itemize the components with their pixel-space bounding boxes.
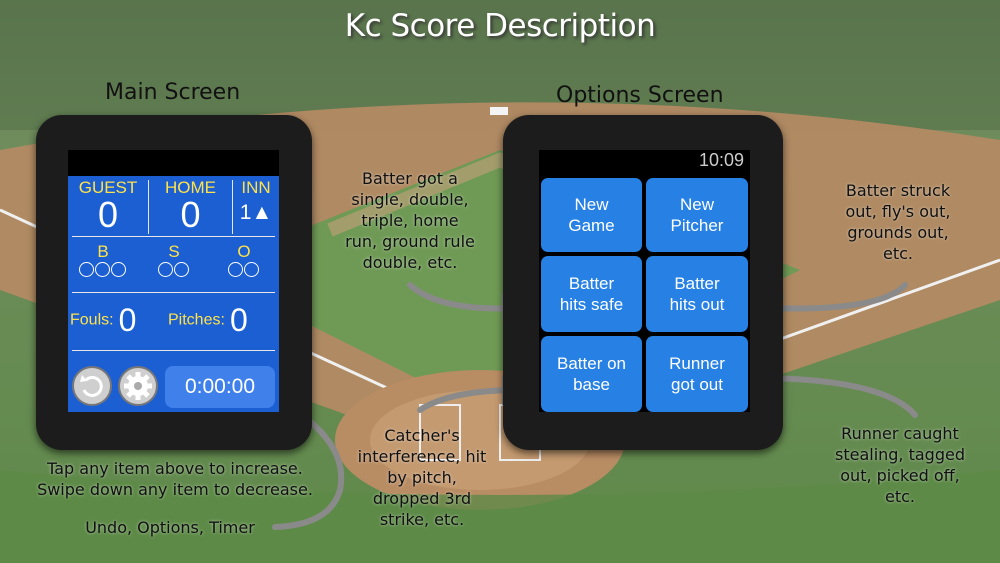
note-line: etc.	[883, 244, 913, 263]
note-tap-swipe: Tap any item above to increase. Swipe do…	[20, 458, 330, 500]
note-line: strike, etc.	[379, 510, 465, 529]
batter-hits-safe-button[interactable]: Batter hits safe	[541, 256, 642, 332]
home-score-cell[interactable]: HOME 0	[149, 178, 232, 235]
note-line: double, etc.	[362, 253, 458, 272]
gear-icon	[124, 372, 152, 400]
note-line: stealing, tagged	[834, 445, 965, 464]
button-line: New	[574, 195, 609, 214]
undo-icon	[80, 375, 103, 397]
note-line: Swipe down any item to decrease.	[37, 480, 313, 499]
pitches-value: 0	[230, 302, 248, 338]
fouls-label: Fouls:	[70, 311, 114, 329]
home-score: 0	[180, 194, 201, 235]
divider	[72, 350, 275, 351]
pitches-cell[interactable]: Pitches: 0	[168, 302, 279, 339]
divider	[72, 236, 275, 237]
note-line: out, fly's out,	[845, 202, 951, 221]
button-line: hits out	[669, 295, 725, 314]
strikes-cell[interactable]: S	[139, 242, 209, 281]
balls-indicators	[68, 262, 138, 281]
note-line: etc.	[885, 487, 915, 506]
pitches-label: Pitches:	[168, 311, 225, 329]
button-line: Batter on	[557, 354, 626, 373]
fouls-cell[interactable]: Fouls: 0	[70, 302, 160, 339]
button-line: Pitcher	[670, 216, 724, 235]
outs-cell[interactable]: O	[209, 242, 279, 281]
note-line: Batter got a	[362, 169, 458, 188]
note-line: dropped 3rd	[372, 489, 472, 508]
note-line: out, picked off,	[840, 466, 960, 485]
batter-on-base-button[interactable]: Batter on base	[541, 336, 642, 412]
button-line: Game	[568, 216, 615, 235]
guest-label: GUEST	[78, 178, 138, 197]
note-line: Tap any item above to increase.	[47, 459, 303, 478]
button-line: got out	[670, 375, 723, 394]
options-button[interactable]	[118, 366, 158, 406]
outs-label: O	[237, 242, 251, 261]
strikes-indicators	[139, 262, 209, 281]
note-on-base: Catcher's interference, hit by pitch, dr…	[342, 425, 502, 530]
divider	[72, 292, 275, 293]
note-line: run, ground rule	[345, 232, 475, 251]
divider	[148, 180, 149, 234]
batter-hits-out-button[interactable]: Batter hits out	[646, 256, 748, 332]
divider	[232, 180, 233, 234]
runner-got-out-button[interactable]: Runner got out	[646, 336, 748, 412]
scoreboard: GUEST 0 HOME 0 INN 1▲ B S O Fouls: 0 Pit…	[68, 176, 279, 412]
fouls-value: 0	[118, 302, 137, 338]
outs-indicators	[209, 262, 279, 281]
note-line: single, double,	[351, 190, 469, 209]
inning-value: 1▲	[239, 201, 273, 224]
note-line: grounds out,	[847, 223, 949, 242]
note-line: interference, hit	[357, 447, 487, 466]
note-hit-safe: Batter got a single, double, triple, hom…	[330, 168, 490, 273]
button-line: Runner	[669, 354, 725, 373]
guest-score: 0	[97, 194, 119, 235]
inning-cell[interactable]: INN 1▲	[233, 178, 279, 228]
note-line: Runner caught	[841, 424, 959, 443]
note-line: triple, home	[361, 211, 459, 230]
watch-time: 10:09	[698, 150, 744, 170]
options-screen-label: Options Screen	[556, 83, 724, 108]
button-line: Batter	[674, 274, 720, 293]
page-title: Kc Score Description	[344, 8, 656, 44]
note-line: Batter struck	[845, 181, 951, 200]
home-label: HOME	[165, 178, 216, 197]
note-line: by pitch,	[387, 468, 457, 487]
main-watch-screen: GUEST 0 HOME 0 INN 1▲ B S O Fouls: 0 Pit…	[68, 150, 279, 412]
note-struck-out: Batter struck out, fly's out, grounds ou…	[828, 180, 968, 264]
balls-cell[interactable]: B	[68, 242, 138, 281]
button-line: Batter	[568, 274, 615, 293]
button-line: New	[679, 195, 714, 214]
timer-button[interactable]: 0:00:00	[165, 366, 275, 408]
note-line: Catcher's	[384, 426, 460, 445]
undo-button[interactable]	[72, 366, 112, 406]
guest-score-cell[interactable]: GUEST 0	[68, 178, 148, 235]
main-screen-label: Main Screen	[105, 80, 241, 105]
balls-label: B	[97, 242, 109, 261]
button-line: base	[573, 375, 610, 394]
inning-label: INN	[241, 178, 271, 197]
strikes-label: S	[168, 242, 180, 261]
note-undo-options-timer: Undo, Options, Timer	[85, 518, 255, 537]
note-runner-out: Runner caught stealing, tagged out, pick…	[820, 423, 980, 507]
button-line: hits safe	[559, 295, 624, 314]
